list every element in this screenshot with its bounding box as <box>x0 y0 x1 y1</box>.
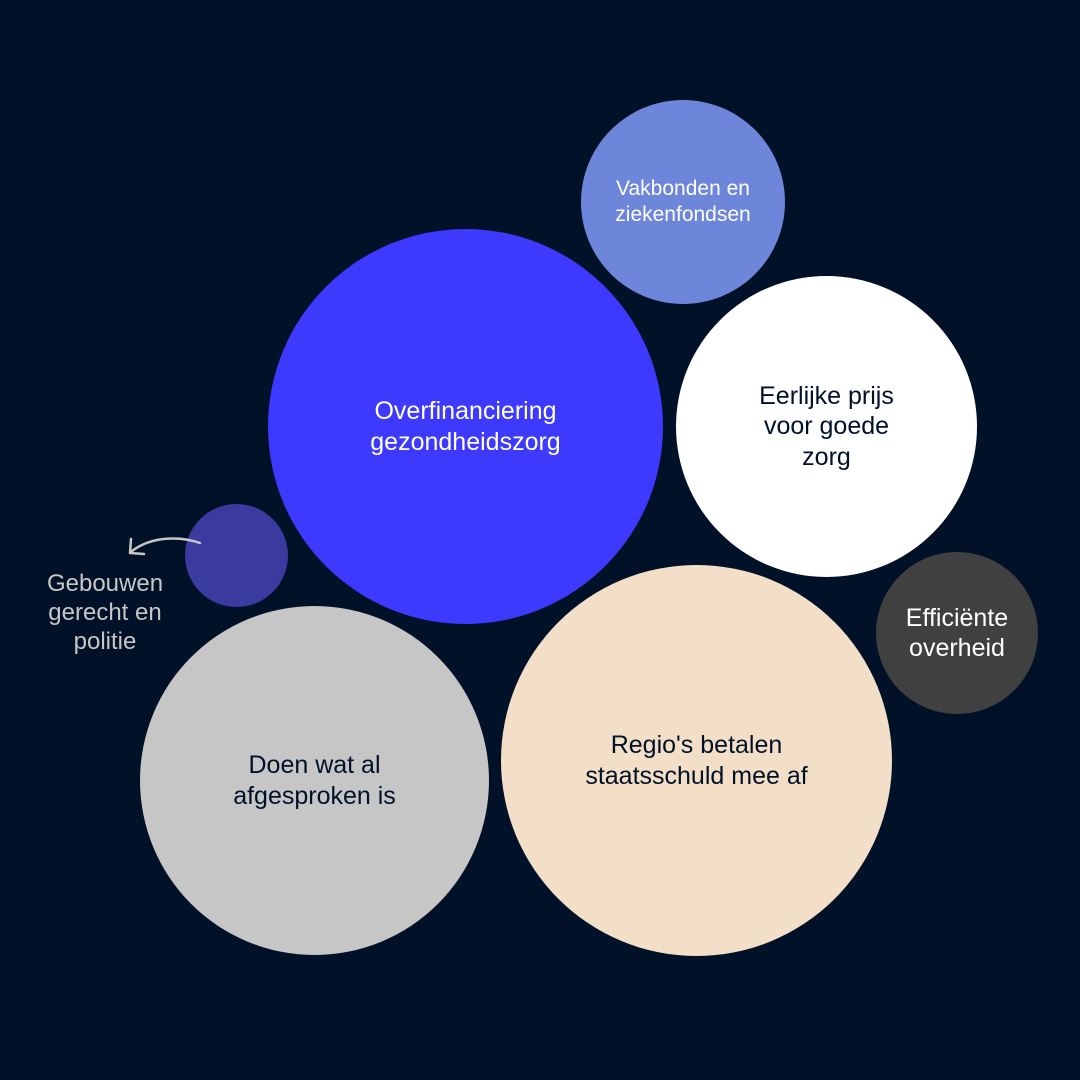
bubble-doen-wat-al-afgesproken-is: Doen wat al afgesproken is <box>140 606 489 955</box>
bubble-regios-betalen-staatsschuld-mee-af: Regio's betalen staatsschuld mee af <box>501 565 892 956</box>
bubble-eerlijke-prijs-voor-goede-zorg: Eerlijke prijs voor goede zorg <box>676 276 977 577</box>
bubble-vakbonden-en-ziekenfondsen: Vakbonden en ziekenfondsen <box>581 100 785 304</box>
bubble-overfinanciering-gezondheidszorg: Overfinanciering gezondheidszorg <box>268 229 663 624</box>
bubble-label: Doen wat al afgesproken is <box>233 751 396 810</box>
bubble-label: Overfinanciering gezondheidszorg <box>370 397 561 456</box>
bubble-gebouwen-gerecht-en-politie <box>185 504 288 607</box>
bubble-efficiente-overheid: Efficiënte overheid <box>876 552 1038 714</box>
bubble-label: Eerlijke prijs voor goede zorg <box>759 381 894 471</box>
external-label-gebouwen: Gebouwen gerecht en politie <box>46 570 164 655</box>
bubble-label: Efficiënte overheid <box>905 603 1009 663</box>
bubble-label: Regio's betalen staatsschuld mee af <box>585 731 808 790</box>
bubble-label: Vakbonden en ziekenfondsen <box>615 177 751 226</box>
